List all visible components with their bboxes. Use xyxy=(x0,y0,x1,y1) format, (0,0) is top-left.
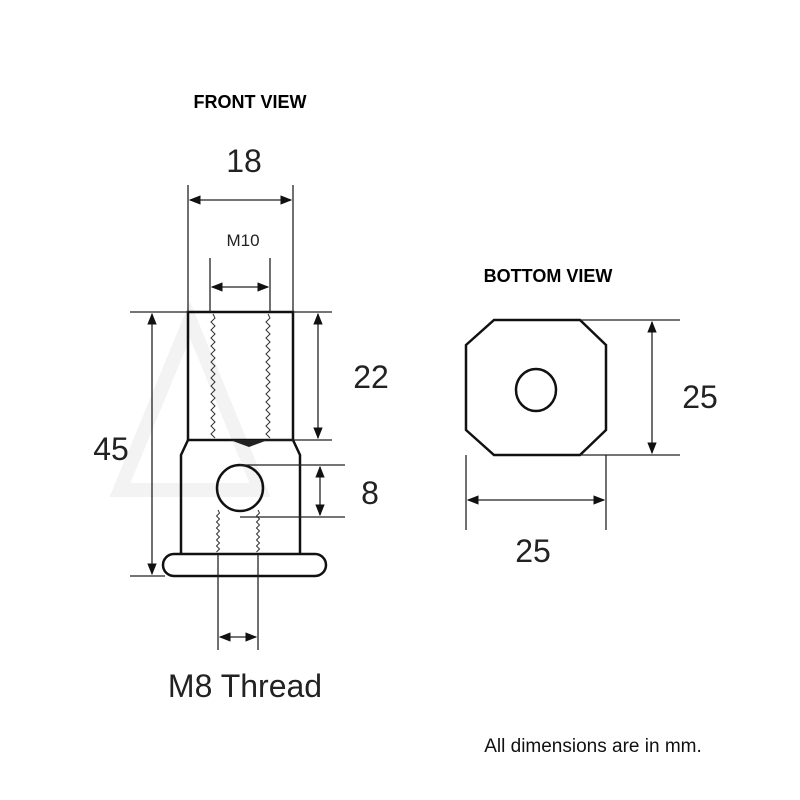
dim-label-25-horizontal: 25 xyxy=(515,533,551,569)
bottom-view-part xyxy=(464,318,608,457)
dimension-thread-m8: M8 Thread xyxy=(168,632,322,704)
dimension-bore-m10: M10 xyxy=(209,231,271,312)
dimension-hole-8: 8 xyxy=(240,464,379,518)
dim-label-m10: M10 xyxy=(226,231,259,250)
dimension-width-18: 18 xyxy=(187,143,294,312)
dimension-bottom-width-25: 25 xyxy=(465,455,607,569)
dim-label-25-vertical: 25 xyxy=(682,379,718,415)
dimension-height-22: 22 xyxy=(268,311,389,441)
bottom-view-title: BOTTOM VIEW xyxy=(484,266,613,286)
dim-label-18: 18 xyxy=(226,143,262,179)
dim-label-8: 8 xyxy=(361,475,379,511)
front-view-title: FRONT VIEW xyxy=(194,92,307,112)
dim-label-m8-thread: M8 Thread xyxy=(168,668,322,704)
dim-label-45: 45 xyxy=(93,431,129,467)
front-view-part xyxy=(161,310,328,650)
dimension-bottom-height-25: 25 xyxy=(580,319,718,456)
units-note: All dimensions are in mm. xyxy=(484,736,702,757)
dim-label-22: 22 xyxy=(353,359,389,395)
dimension-height-45: 45 xyxy=(93,311,188,577)
